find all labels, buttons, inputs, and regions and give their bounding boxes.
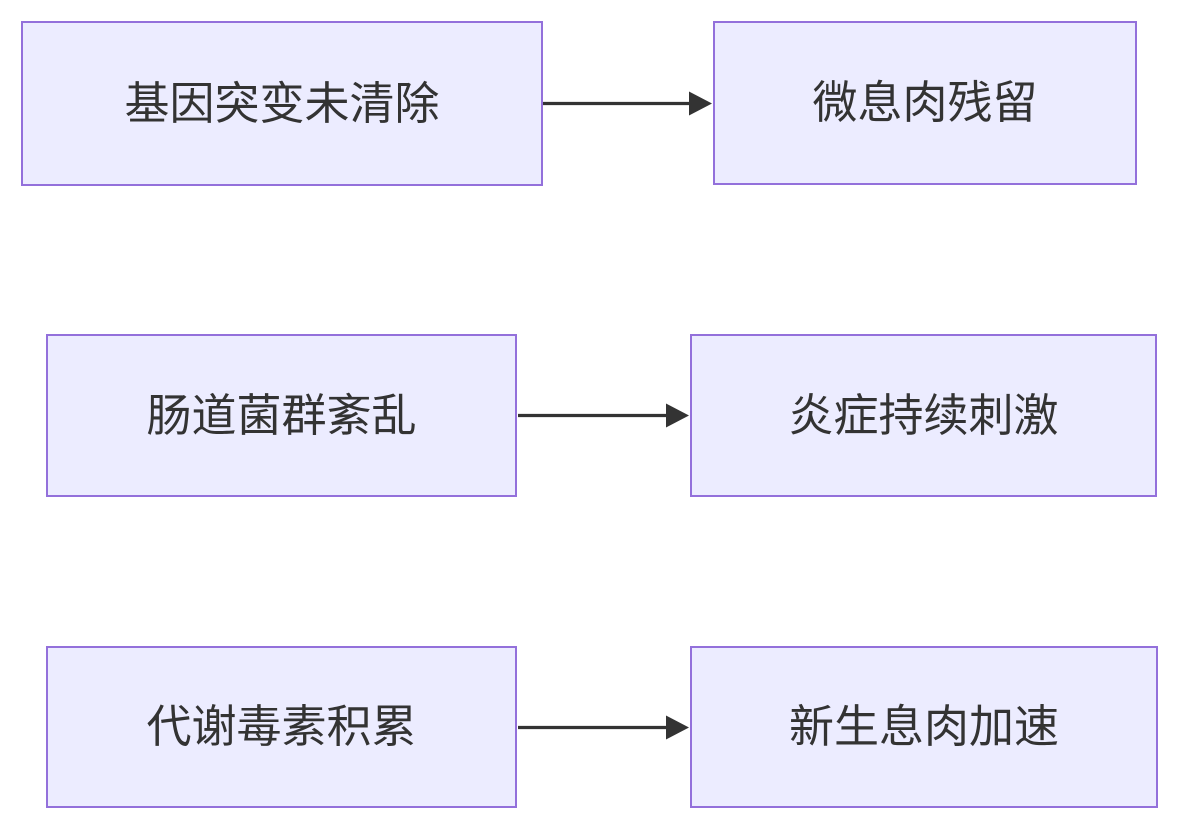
flow-node-label: 炎症持续刺激 [788,389,1059,441]
flow-node-label: 代谢毒素积累 [146,701,417,752]
flow-node-label: 肠道菌群紊乱 [146,389,417,441]
flow-node-effect-3: 新生息肉加速 [690,646,1158,808]
flow-node-cause-3: 代谢毒素积累 [46,646,517,808]
flow-node-effect-2: 炎症持续刺激 [690,334,1157,497]
flow-arrow-2 [518,403,689,428]
flow-node-label: 微息肉残留 [812,77,1038,128]
flow-node-label: 新生息肉加速 [788,701,1059,752]
flow-node-effect-1: 微息肉残留 [713,21,1137,185]
flow-node-cause-2: 肠道菌群紊乱 [46,334,517,497]
flow-arrow-1 [543,91,712,116]
flow-arrow-3 [518,715,689,740]
flow-node-label: 基因突变未清除 [124,77,440,129]
flow-node-cause-1: 基因突变未清除 [21,21,543,186]
